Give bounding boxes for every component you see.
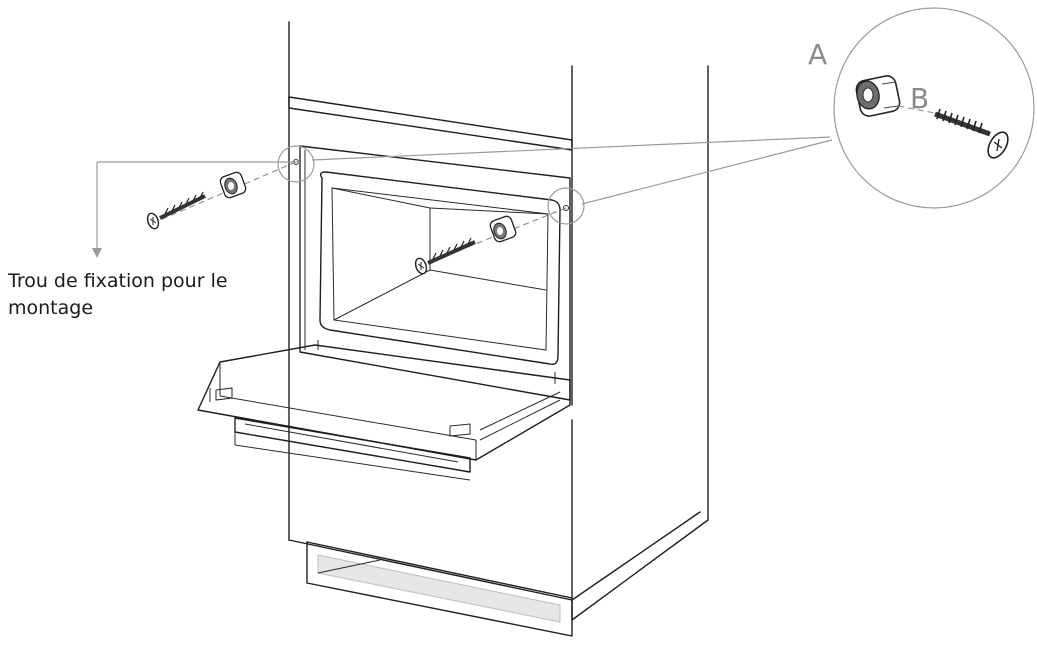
right-anchor-icon bbox=[489, 215, 517, 243]
cabinet bbox=[288, 21, 709, 637]
plinth-recess bbox=[317, 554, 561, 623]
label-a: A bbox=[808, 38, 827, 71]
mounting-hole-caption: Trou de fixation pour le montage bbox=[8, 268, 278, 322]
right-screw-icon bbox=[414, 237, 476, 275]
screw-detail-icon bbox=[934, 108, 1009, 159]
right-hole-highlight bbox=[547, 187, 585, 225]
oven bbox=[299, 145, 571, 401]
left-screw-icon bbox=[146, 191, 206, 230]
caption-line-2: montage bbox=[8, 297, 94, 319]
callout-leaders bbox=[92, 136, 833, 258]
oven-door bbox=[197, 344, 571, 481]
left-hole-highlight bbox=[277, 145, 315, 183]
arrow-down-icon bbox=[92, 248, 102, 258]
left-mounting-point bbox=[146, 145, 315, 230]
detail-circle bbox=[833, 7, 1035, 209]
caption-line-1: Trou de fixation pour le bbox=[8, 270, 228, 292]
right-mounting-point bbox=[414, 187, 585, 275]
anchor-plug-detail-icon bbox=[855, 75, 901, 117]
label-b: B bbox=[910, 82, 929, 115]
detail-callout: A B bbox=[808, 7, 1035, 209]
left-anchor-icon bbox=[219, 171, 247, 199]
